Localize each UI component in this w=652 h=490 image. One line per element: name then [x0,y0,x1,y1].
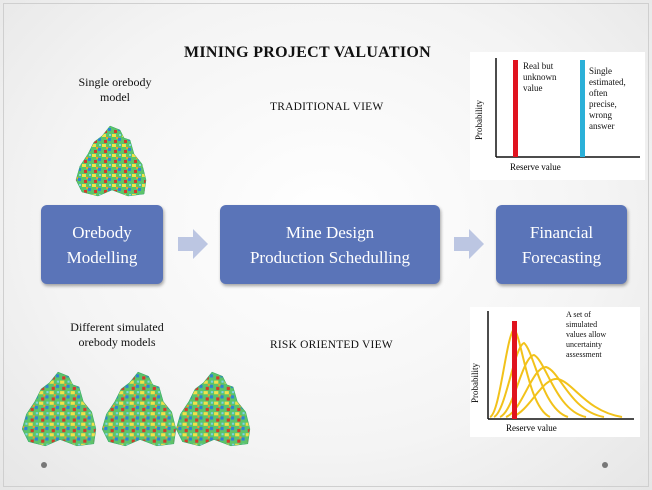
risk-view-label: RISK ORIENTED VIEW [270,339,393,351]
simulated-distribution-curve [499,353,587,418]
annotation-line: values allow [566,330,606,339]
box-line: Mine Design [285,222,375,242]
right-arrow-icon [178,229,208,259]
corner-dot [41,462,47,468]
multi-model-caption-line-1: Different simulated [70,320,164,334]
y-axis-label: Probability [474,100,484,140]
estimate-label-line: precise, [589,99,617,109]
single-model-caption-line-1: Single orebody [78,75,152,89]
box-line: Orebody [72,222,132,242]
estimate-label-line: answer [589,121,615,131]
real-value-bar [512,321,517,419]
simulated-distribution-curve [493,341,569,418]
real-label-line: Real but [523,61,554,71]
risk-view-chart: Probability Reserve value A set of simul… [470,307,640,437]
multi-model-caption: Different simulated orebody models [52,320,182,350]
real-label-line: unknown [523,72,557,82]
financial-forecasting-box: Financial Forecasting [496,205,627,284]
x-axis-label: Reserve value [506,423,557,433]
annotation-line: simulated [566,320,597,329]
corner-dot [602,462,608,468]
y-axis-label: Probability [470,363,480,403]
box-line: Modelling [66,247,138,267]
simulated-distribution-curve [511,378,623,418]
traditional-view-chart: Probability Reserve value Real but unkno… [470,52,645,180]
real-value-bar [513,60,518,157]
estimate-label-line: Single [589,66,612,76]
slide-title: MINING PROJECT VALUATION [184,44,431,61]
estimate-label-line: wrong [589,110,612,120]
simulated-distribution-curve [505,365,605,418]
slide-frame [3,3,649,487]
box-line: Production Schedulling [249,247,411,267]
simulated-orebody-map-1 [21,371,97,447]
annotation-line: assessment [566,350,602,359]
multi-model-caption-line-2: orebody models [78,335,156,349]
annotation-line: A set of [566,310,591,319]
estimate-label-line: often [589,88,608,98]
simulated-orebody-map-3 [175,371,251,447]
chart-background [470,307,640,437]
chart-background [470,52,645,180]
box-line: Financial [529,222,594,242]
box-line: Forecasting [521,247,602,267]
right-arrow-icon [454,229,484,259]
single-orebody-map [75,125,147,197]
x-axis-label: Reserve value [510,162,561,172]
real-label-line: value [523,83,543,93]
mine-design-box: Mine Design Production Schedulling [220,205,440,284]
estimate-label-line: estimated, [589,77,626,87]
annotation-line: uncertainty [566,340,602,349]
traditional-view-label: TRADITIONAL VIEW [270,101,384,113]
single-model-caption-line-2: model [100,90,130,104]
estimated-value-bar [580,60,585,157]
orebody-modelling-box: Orebody Modelling [41,205,163,284]
simulated-orebody-map-2 [101,371,177,447]
single-model-caption: Single orebody model [56,75,174,105]
